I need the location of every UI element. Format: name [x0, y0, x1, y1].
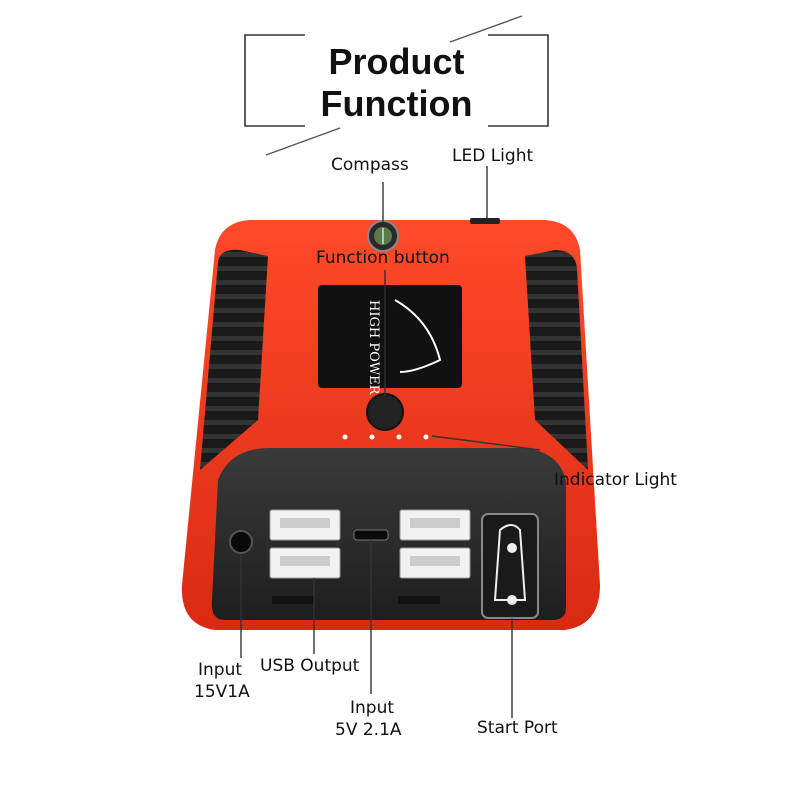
input-5v-label-line1: Input	[350, 698, 395, 718]
title-frame: Product Function	[243, 33, 550, 128]
input-15v-label-line2: 15V1A	[194, 682, 250, 702]
indicator-light-label: Indicator Light	[554, 470, 677, 490]
car-icon	[493, 524, 527, 601]
title-line-1: Product	[328, 41, 465, 82]
function-button-label: Function button	[316, 248, 450, 268]
screen-car-icon	[394, 299, 442, 373]
title-line-2: Function	[320, 83, 473, 124]
display-screen	[318, 285, 462, 388]
input-15v-label-line1: Input	[198, 660, 243, 680]
right-grip	[525, 250, 588, 470]
screen-brand: HIGH POWER	[366, 300, 381, 396]
indicator-dot	[396, 434, 402, 440]
start-port-label: Start Port	[477, 718, 558, 738]
led-light	[470, 218, 500, 224]
input-5v-label-line2: 5V 2.1A	[335, 720, 402, 740]
indicator-dot	[369, 434, 375, 440]
indicator-lights	[342, 434, 429, 440]
usb-ports-left	[269, 509, 341, 579]
micro-usb-port[interactable]	[353, 529, 389, 541]
dc-input-jack[interactable]	[229, 530, 253, 554]
left-grip	[200, 249, 268, 470]
indicator-dot	[423, 434, 429, 440]
led-light-label: LED Light	[452, 146, 534, 166]
compass-label: Compass	[331, 155, 409, 175]
callout-lines	[240, 166, 541, 718]
usb-output-label: USB Output	[260, 656, 360, 676]
function-button[interactable]	[366, 393, 404, 431]
indicator-dot	[342, 434, 348, 440]
usb-ports-right	[399, 509, 471, 579]
